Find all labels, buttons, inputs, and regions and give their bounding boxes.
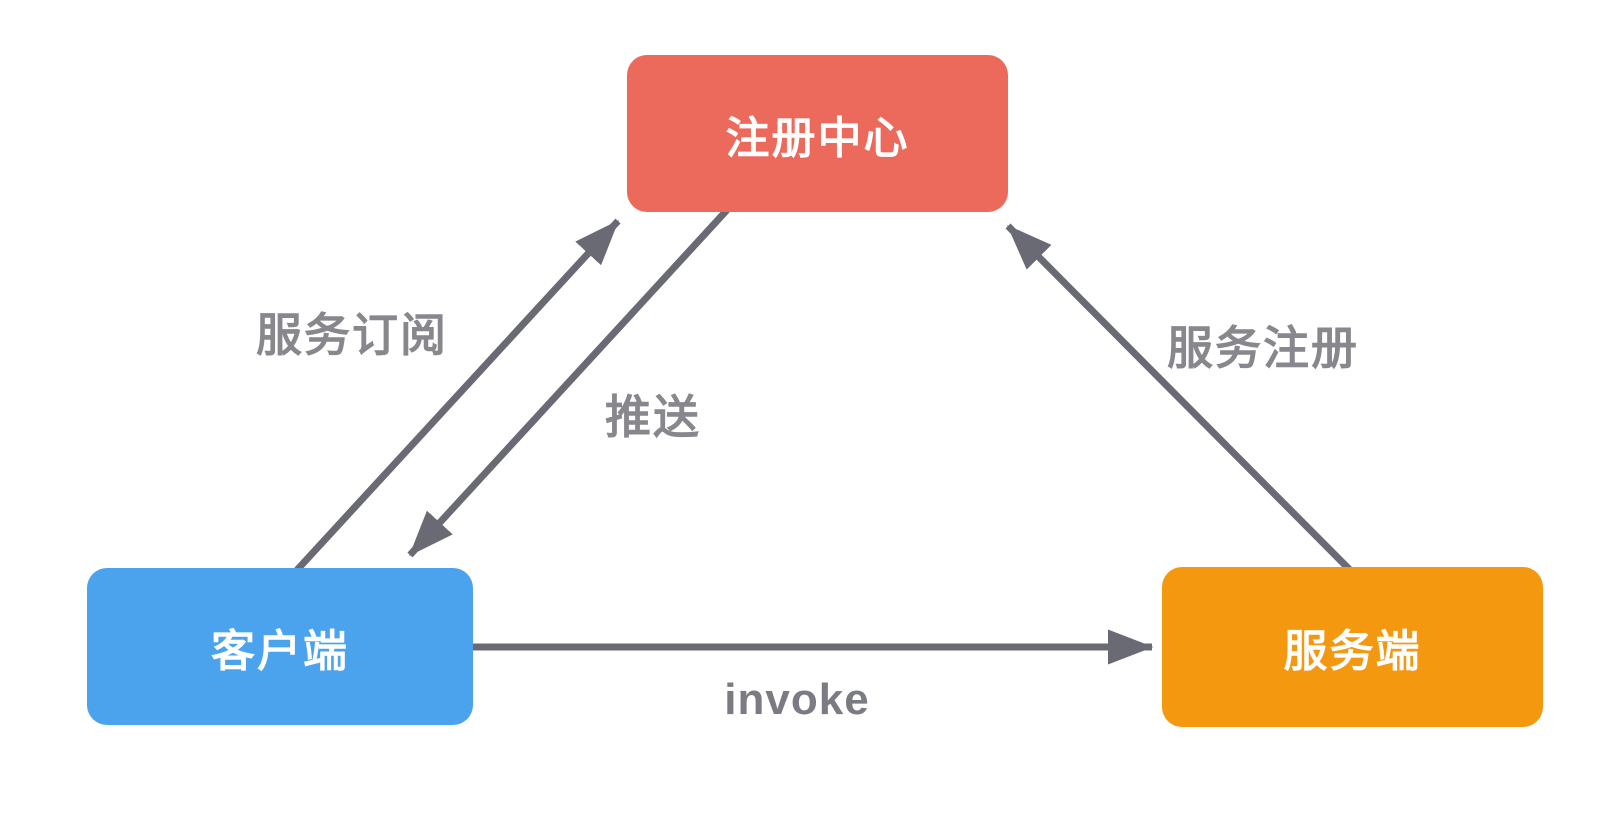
edge-subscribe-label: 服务订阅 — [256, 309, 448, 361]
node-registry: 注册中心 — [627, 55, 1008, 212]
edge-register-arrow — [1005, 223, 1353, 573]
edge-push-arrow — [407, 207, 730, 558]
node-client-label: 客户端 — [211, 626, 349, 676]
node-client: 客户端 — [87, 568, 473, 725]
edge-lines — [294, 207, 1353, 665]
node-server-label: 服务端 — [1283, 627, 1422, 676]
edge-subscribe-arrow — [294, 218, 621, 573]
node-registry-label: 注册中心 — [725, 113, 910, 163]
edge-push-label: 推送 — [605, 391, 701, 443]
node-server: 服务端 — [1162, 567, 1543, 727]
edge-invoke-label: invoke — [724, 675, 870, 724]
edge-register-label: 服务注册 — [1167, 322, 1359, 374]
